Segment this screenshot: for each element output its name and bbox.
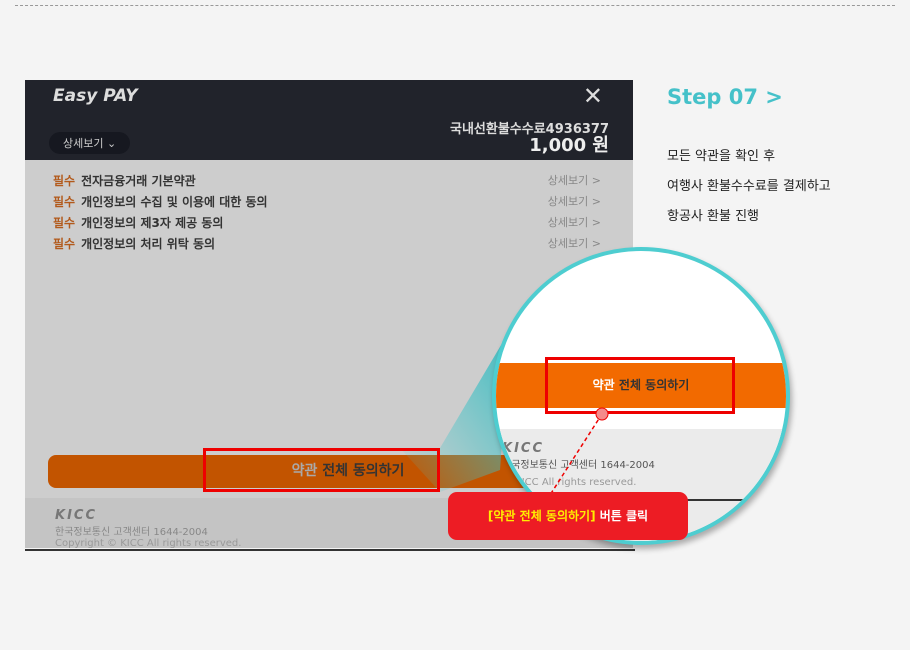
payment-header: Easy PAY ✕ 상세보기 ⌄ 국내선환불수수료4936377 1,000 … — [25, 80, 633, 160]
zoom-agree-a: 약관 — [592, 378, 615, 392]
kicc-logo: KICC — [55, 508, 97, 523]
term-detail-link[interactable]: 상세보기 > — [547, 174, 601, 187]
highlight-box — [203, 448, 440, 492]
term-detail-link[interactable]: 상세보기 > — [547, 216, 601, 229]
term-detail-link[interactable]: 상세보기 > — [547, 237, 601, 250]
required-tag: 필수 — [53, 237, 76, 251]
top-divider — [15, 5, 895, 6]
screenshot-baseline — [25, 549, 635, 551]
required-tag: 필수 — [53, 195, 76, 209]
easypay-logo: Easy PAY — [53, 86, 138, 106]
fee-title: 국내선환불수수료4936377 — [450, 122, 609, 137]
zoom-copyright: © KICC All rights reserved. — [502, 477, 637, 488]
step-line: 여행사 환불수수료를 결제하고 — [667, 179, 831, 194]
term-label: 개인정보의 제3자 제공 동의 — [81, 216, 224, 230]
term-label: 개인정보의 처리 위탁 동의 — [81, 237, 216, 251]
required-tag: 필수 — [53, 216, 76, 230]
click-callout: [약관 전체 동의하기] 버튼 클릭 — [448, 492, 688, 540]
required-tag: 필수 — [53, 174, 76, 188]
term-item[interactable]: 필수 전자금융거래 기본약관 상세보기 > — [53, 172, 601, 193]
zoom-kicc-logo: KICC — [502, 441, 544, 456]
term-item[interactable]: 필수 개인정보의 수집 및 이용에 대한 동의 상세보기 > — [53, 193, 601, 214]
zoom-contact: 한국정보통신 고객센터 1644-2004 — [502, 460, 655, 471]
callout-highlight: [약관 전체 동의하기] — [487, 509, 596, 523]
footer-contact: 한국정보통신 고객센터 1644-2004 — [55, 527, 208, 538]
agree-label-a: 약관 — [291, 463, 318, 479]
zoom-line — [676, 499, 776, 501]
zoom-agree-button: 약관 전체 동의하기 — [496, 363, 786, 408]
close-icon[interactable]: ✕ — [582, 82, 603, 110]
amount: 1,000 원 — [529, 135, 609, 156]
term-item[interactable]: 필수 개인정보의 처리 위탁 동의 상세보기 > — [53, 235, 601, 256]
term-detail-link[interactable]: 상세보기 > — [547, 195, 601, 208]
detail-button[interactable]: 상세보기 ⌄ — [49, 132, 131, 154]
agree-label-b: 전체 동의하기 — [322, 463, 405, 479]
zoom-agree-b: 전체 동의하기 — [618, 378, 690, 392]
step-line: 항공사 환불 진행 — [667, 209, 759, 224]
footer-copyright: Copyright © KICC All rights reserved. — [55, 538, 242, 548]
term-label: 전자금융거래 기본약관 — [81, 174, 196, 188]
callout-text: 버튼 클릭 — [595, 509, 649, 523]
term-label: 개인정보의 수집 및 이용에 대한 동의 — [81, 195, 268, 209]
step-title: Step 07 > — [667, 85, 783, 109]
zoom-highlight-box — [545, 357, 735, 414]
term-item[interactable]: 필수 개인정보의 제3자 제공 동의 상세보기 > — [53, 214, 601, 235]
step-description: 모든 약관을 확인 후 여행사 환불수수료를 결제하고 항공사 환불 진행 — [667, 142, 831, 232]
step-line: 모든 약관을 확인 후 — [667, 149, 776, 164]
